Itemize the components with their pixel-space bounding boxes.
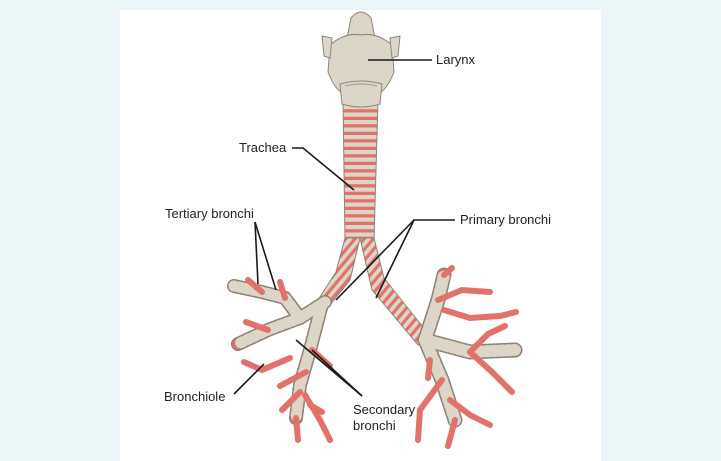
left-bronchial-tree <box>227 277 333 443</box>
leader-trachea <box>292 147 355 191</box>
trachea <box>342 99 379 241</box>
label-tertiary-bronchi: Tertiary bronchi <box>165 206 254 221</box>
leader-tertiary-b <box>254 221 277 291</box>
label-bronchiole: Bronchiole <box>164 389 226 404</box>
primary-bronchus-right <box>359 237 431 346</box>
label-larynx: Larynx <box>436 52 476 67</box>
label-trachea: Trachea <box>239 140 287 155</box>
label-secondary-line2: bronchi <box>353 418 396 433</box>
leader-secondary-b <box>311 349 363 397</box>
right-bronchial-tree <box>415 265 523 449</box>
larynx-illustration <box>321 11 401 108</box>
leader-tertiary-a <box>254 221 259 285</box>
label-primary-bronchi: Primary bronchi <box>460 212 552 227</box>
leader-bronchiole <box>233 363 265 395</box>
label-secondary-line1: Secondary <box>353 402 416 417</box>
primary-bronchus-left <box>317 237 361 306</box>
leader-primary-b <box>375 219 415 299</box>
